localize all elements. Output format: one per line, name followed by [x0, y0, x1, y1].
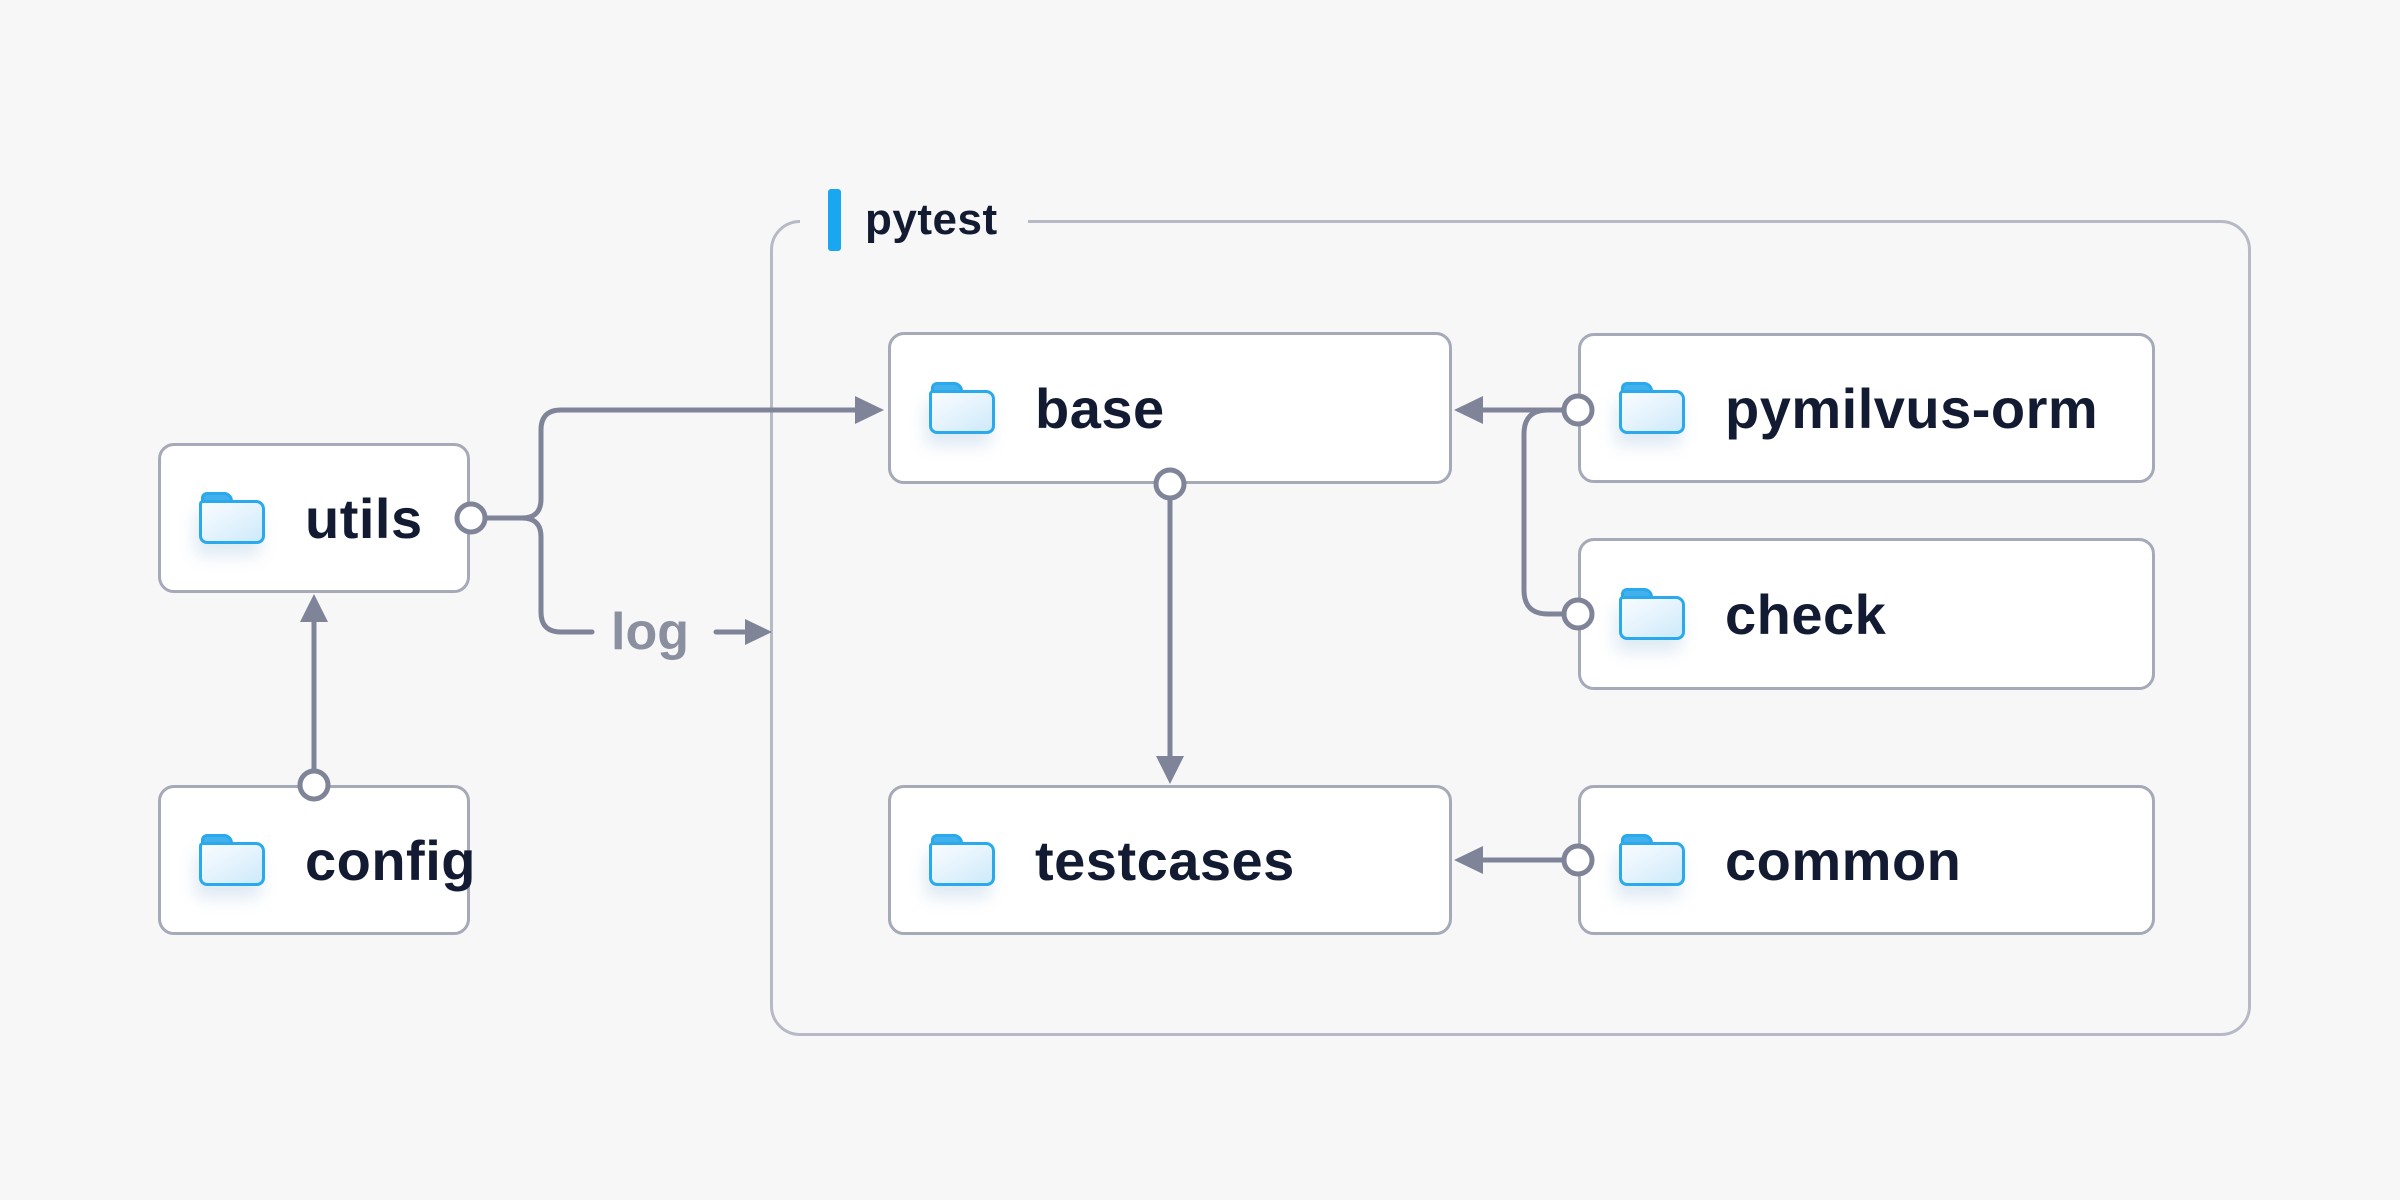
node-check: check: [1578, 538, 2155, 690]
folder-icon: [199, 834, 265, 886]
node-label: base: [1035, 376, 1165, 440]
folder-icon: [199, 492, 265, 544]
pytest-group-legend: pytest: [800, 187, 1028, 253]
folder-icon: [929, 834, 995, 886]
node-label: check: [1725, 582, 1887, 646]
node-common: common: [1578, 785, 2155, 935]
node-utils: utils: [158, 443, 470, 593]
node-label: pymilvus-orm: [1725, 376, 2099, 440]
folder-icon: [1619, 382, 1685, 434]
node-label: testcases: [1035, 828, 1295, 892]
node-testcases: testcases: [888, 785, 1452, 935]
node-config: config: [158, 785, 475, 935]
node-base: base: [888, 332, 1452, 484]
folder-icon: [1619, 834, 1685, 886]
node-pymilvus-orm: pymilvus-orm: [1578, 333, 2155, 483]
node-label: utils: [305, 486, 423, 550]
folder-icon: [929, 382, 995, 434]
node-label: common: [1725, 828, 1962, 892]
edge-config-utils: [297, 594, 331, 802]
folder-icon: [1619, 588, 1685, 640]
accent-bar: [828, 189, 841, 251]
group-title: pytest: [865, 195, 998, 244]
node-label: config: [305, 828, 476, 892]
log-edge-label: log: [611, 603, 689, 661]
